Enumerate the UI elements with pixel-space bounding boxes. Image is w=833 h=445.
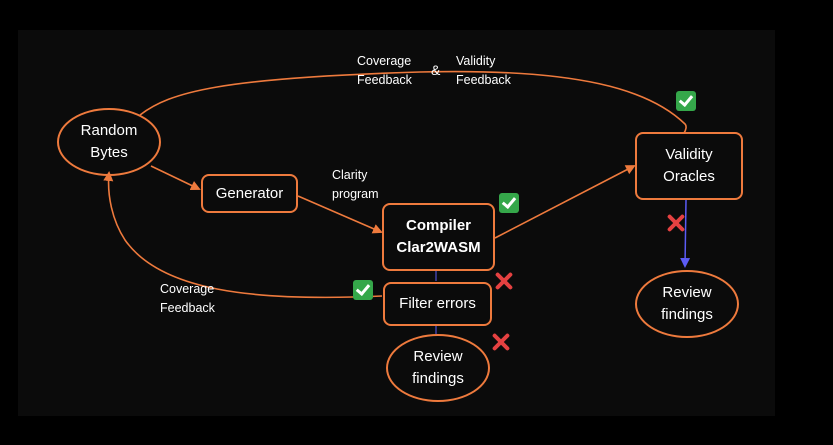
check-icon — [676, 91, 696, 111]
validity-oracles-line-1: Validity — [665, 146, 713, 163]
compiler-node: Compiler Clar2WASM — [382, 203, 495, 271]
ampersand-label: & — [431, 61, 440, 80]
edge-generator-to-compiler — [297, 195, 383, 234]
edge-random-to-generator — [150, 165, 201, 191]
cross-icon — [666, 213, 686, 233]
clarity-program-label: Clarity program — [332, 166, 379, 204]
random-bytes-node: Random Bytes — [57, 108, 161, 176]
review-findings-right-line-1: Review — [662, 284, 712, 301]
review-findings-bottom-node: Review findings — [386, 334, 490, 402]
edge-validity-to-review — [680, 199, 691, 268]
generator-node: Generator — [201, 174, 298, 213]
coverage-feedback-top-line-1: Coverage — [357, 54, 412, 68]
coverage-feedback-left-line-2: Feedback — [160, 301, 215, 315]
validity-feedback-label: Validity Feedback — [456, 52, 511, 90]
compiler-line-1: Compiler — [405, 217, 471, 234]
check-icon — [353, 280, 373, 300]
check-icon — [499, 193, 519, 213]
validity-oracles-line-2: Oracles — [663, 168, 715, 185]
ampersand-text: & — [431, 62, 441, 78]
validity-oracles-node: Validity Oracles — [635, 132, 743, 200]
random-bytes-line-1: Random — [80, 122, 138, 139]
review-findings-right-node: Review findings — [635, 270, 739, 338]
cross-icon — [494, 271, 514, 291]
random-bytes-line-2: Bytes — [90, 144, 128, 161]
review-findings-right-line-2: findings — [661, 306, 713, 323]
generator-label: Generator — [215, 184, 284, 202]
filter-errors-node: Filter errors — [383, 282, 492, 326]
edge-compiler-to-validity — [494, 165, 636, 239]
review-findings-bottom-line-1: Review — [413, 348, 463, 365]
clarity-program-line-1: Clarity — [332, 168, 368, 182]
review-findings-bottom-line-2: findings — [412, 370, 464, 387]
compiler-line-2: Clar2WASM — [396, 239, 481, 256]
filter-errors-label: Filter errors — [399, 295, 476, 312]
validity-feedback-line-2: Feedback — [456, 73, 511, 87]
coverage-feedback-left-line-1: Coverage — [160, 282, 215, 296]
coverage-feedback-top-label: Coverage Feedback — [357, 52, 412, 90]
validity-feedback-line-1: Validity — [456, 54, 496, 68]
coverage-feedback-top-line-2: Feedback — [357, 73, 412, 87]
coverage-feedback-left-label: Coverage Feedback — [160, 280, 215, 318]
edge-top-feedback-arc — [139, 70, 687, 134]
clarity-program-line-2: program — [332, 187, 379, 201]
cross-icon — [491, 332, 511, 352]
edge-filter-to-random-feedback — [103, 171, 383, 299]
